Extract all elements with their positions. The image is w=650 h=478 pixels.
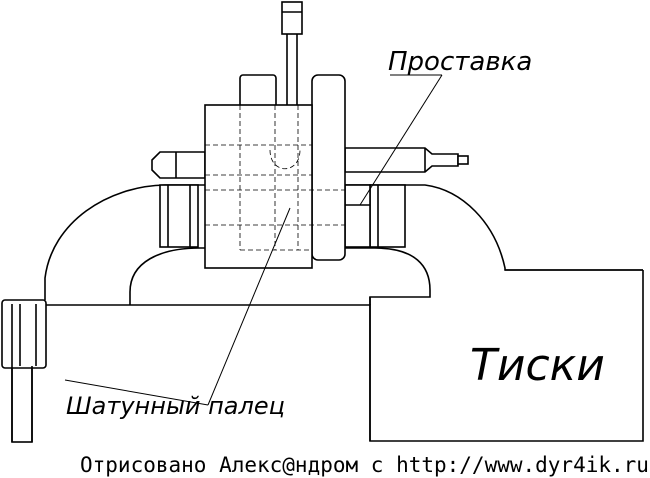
vise-body-outline: [44, 184, 643, 300]
conrod-flange: [311, 74, 346, 261]
spacer-label: Проставка: [388, 47, 532, 77]
credit-text: Отрисовано Алекс@ндром с http://www.dyr4…: [80, 453, 649, 477]
wrist-pin-right: [344, 147, 459, 173]
hidden-curve: [269, 149, 301, 169]
conrod-cap-left: [239, 74, 277, 108]
vise-handle-collar: [1, 299, 47, 369]
right-jaw-block: [369, 184, 406, 248]
wrist-pin-label: Шатунный палец: [66, 392, 285, 420]
wrist-pin-left-tip: [151, 151, 206, 179]
vise-cradle: [129, 247, 431, 305]
pin-leader-shelf: [64, 379, 209, 406]
left-jaw-block: [159, 184, 199, 248]
top-rod-head: [281, 1, 303, 35]
spacer-leader: [359, 74, 443, 206]
vise-label: Тиски: [470, 340, 605, 391]
wrist-pin-right-nub: [457, 155, 469, 165]
conrod-block: [204, 104, 313, 269]
pin-leader: [207, 207, 291, 406]
